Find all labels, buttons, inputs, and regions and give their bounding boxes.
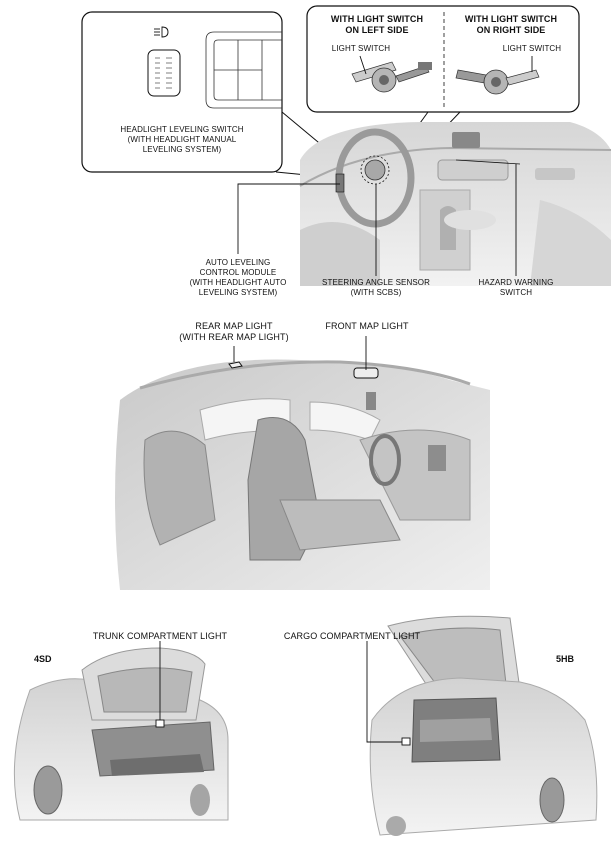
light-switch-left-drawing (351, 55, 432, 93)
light-switch-inset (306, 5, 580, 157)
tag-5hb: 5HB (556, 654, 575, 664)
heading-left-side: WITH LIGHT SWITCH ON LEFT SIDE (330, 14, 424, 35)
dashboard-illustration (299, 122, 611, 286)
label-hazard-warning: HAZARD WARNING SWITCH (478, 278, 554, 297)
leveling-switch-drawing (147, 49, 181, 97)
hatchback-illustration (369, 615, 598, 836)
label-auto-leveling: AUTO LEVELING CONTROL MODULE (WITH HEADL… (189, 258, 287, 297)
heading-right-side: WITH LIGHT SWITCH ON RIGHT SIDE (464, 14, 558, 35)
headlight-icon (154, 26, 169, 38)
label-light-switch-right: LIGHT SWITCH (502, 44, 562, 53)
label-front-map-light: FRONT MAP LIGHT (325, 321, 409, 331)
cabin-illustration (115, 359, 490, 590)
label-headlight-leveling-switch: HEADLIGHT LEVELING SWITCH (WITH HEADLIGH… (120, 125, 244, 154)
label-cargo-light: CARGO COMPARTMENT LIGHT (283, 631, 421, 641)
dashboard-leaders (237, 164, 517, 276)
label-light-switch-left: LIGHT SWITCH (331, 44, 391, 53)
label-steering-angle-sensor: STEERING ANGLE SENSOR (WITH SCBS) (322, 278, 430, 297)
dash-panel-drawing (205, 31, 282, 109)
sedan-illustration (13, 647, 229, 821)
tag-4sd: 4SD (34, 654, 52, 664)
light-switch-right-drawing (455, 56, 540, 95)
label-trunk-light: TRUNK COMPARTMENT LIGHT (92, 631, 228, 641)
leveling-switch-inset (81, 11, 339, 179)
label-rear-map-light: REAR MAP LIGHT (WITH REAR MAP LIGHT) (179, 321, 289, 342)
